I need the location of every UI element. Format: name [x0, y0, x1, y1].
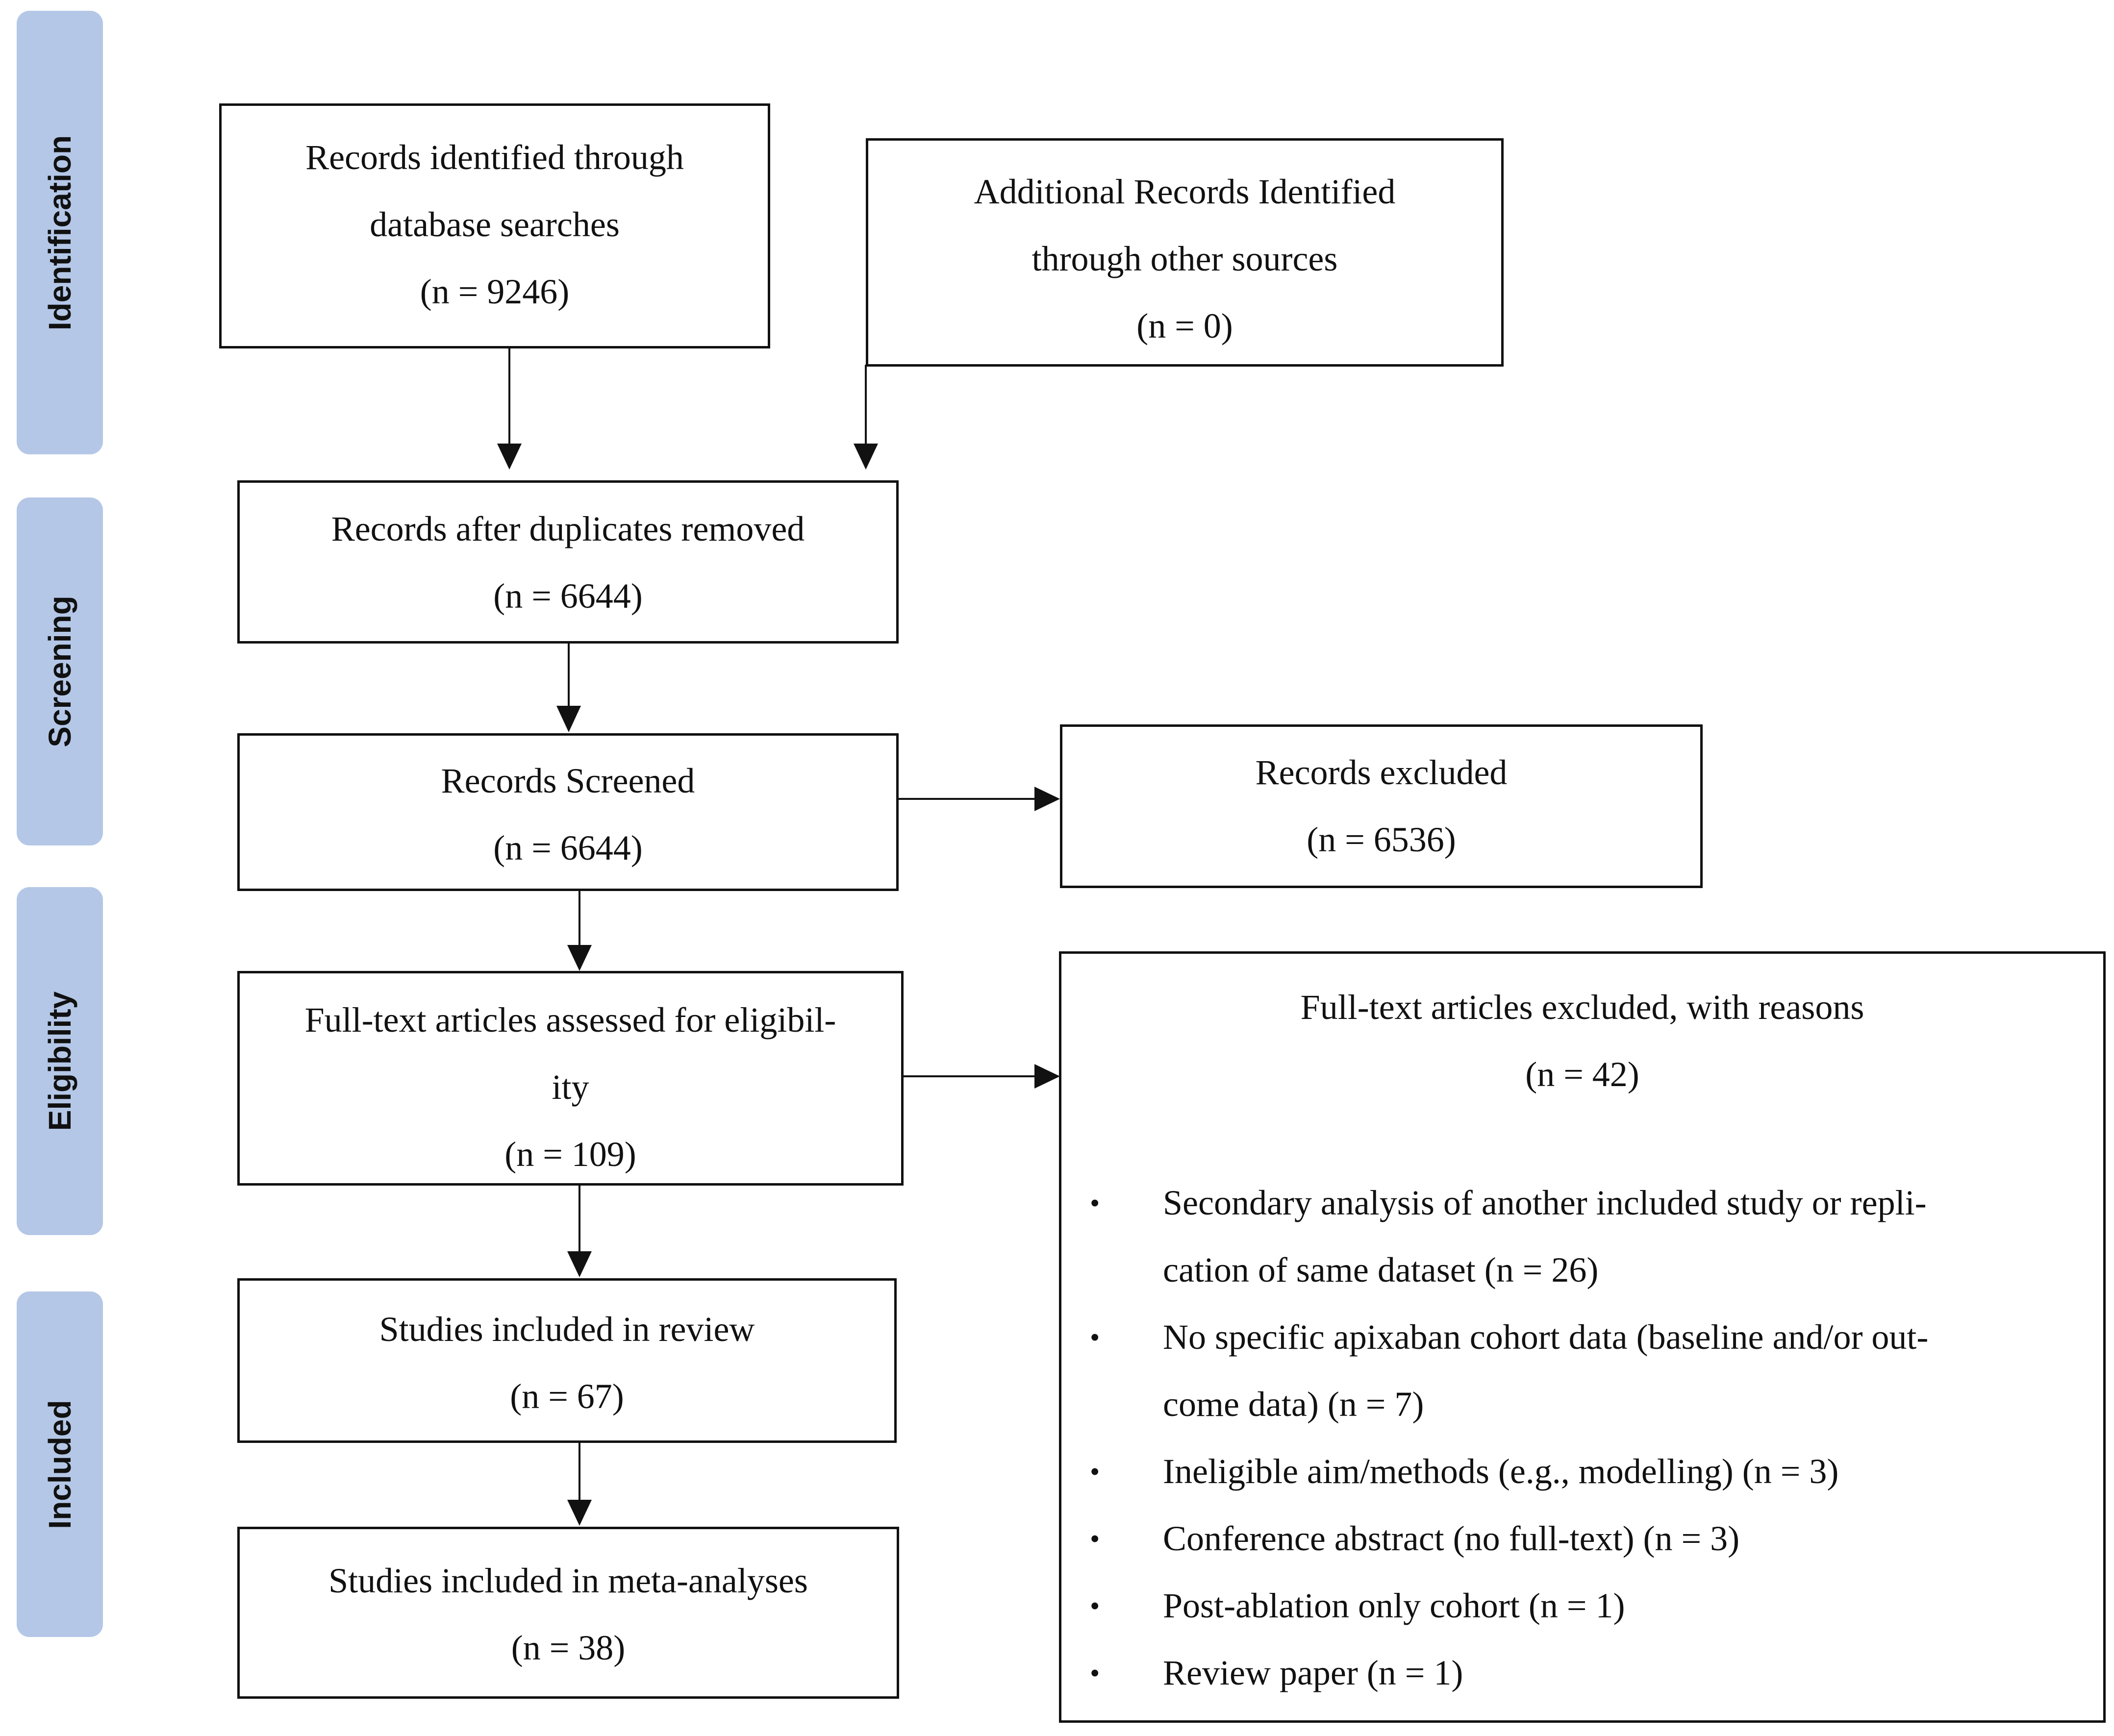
box-database-records-line1: Records identified through [305, 138, 684, 177]
box-full-text-assessed: Full-text articles assessed for eligibil… [237, 971, 904, 1186]
arrowhead-fulltext-to-fulltext-excluded [1034, 1064, 1060, 1089]
box-records-screened: Records Screened (n = 6644) [237, 733, 899, 891]
box-database-records-line2: database searches [370, 205, 620, 244]
arrowhead-other-to-duplicates [854, 444, 878, 470]
arrowhead-review-to-meta [567, 1500, 592, 1526]
exclusion-reason-line1: No specific apixaban cohort data (baseli… [1163, 1317, 1929, 1357]
bullet-icon: • [1090, 1321, 1100, 1353]
box-records-screened-line1: Records Screened [441, 761, 695, 800]
exclusion-reason-line1: Post-ablation only cohort (n = 1) [1163, 1586, 1625, 1625]
bullet-icon: • [1090, 1657, 1100, 1689]
phase-bar-identification: Identification [17, 11, 103, 454]
exclusion-reason-line1: Conference abstract (no full-text) (n = … [1163, 1519, 1740, 1558]
box-database-records-count: (n = 9246) [420, 272, 570, 311]
box-after-duplicates: Records after duplicates removed (n = 66… [237, 480, 899, 644]
box-studies-review: Studies included in review (n = 67) [237, 1278, 897, 1443]
box-after-duplicates-line1: Records after duplicates removed [331, 509, 805, 548]
exclusion-reason-line2: come data) (n = 7) [1163, 1385, 1424, 1424]
box-records-excluded: Records excluded (n = 6536) [1060, 724, 1703, 888]
box-studies-review-count: (n = 67) [510, 1377, 624, 1416]
box-studies-meta: Studies included in meta-analyses (n = 3… [237, 1527, 899, 1699]
bullet-icon: • [1090, 1187, 1100, 1219]
box-other-records-line2: through other sources [1032, 239, 1338, 278]
box-full-text-assessed-line2: ity [552, 1067, 589, 1107]
box-full-text-excluded-line1: Full-text articles excluded, with reason… [1300, 988, 1864, 1027]
box-after-duplicates-count: (n = 6644) [493, 576, 643, 616]
phase-bar-screening: Screening [17, 497, 103, 845]
phase-bar-included: Included [17, 1291, 103, 1637]
box-studies-meta-count: (n = 38) [511, 1628, 626, 1667]
arrowhead-screened-to-fulltext [567, 945, 592, 971]
bullet-icon: • [1090, 1523, 1100, 1555]
arrowhead-duplicates-to-screened [556, 706, 581, 732]
arrowhead-database-to-duplicates [497, 444, 522, 470]
box-full-text-assessed-line1: Full-text articles assessed for eligibil… [304, 1000, 836, 1040]
arrowhead-screened-to-excluded [1034, 787, 1060, 811]
box-full-text-excluded: Full-text articles excluded, with reason… [1059, 951, 2106, 1723]
exclusion-reason-line1: Review paper (n = 1) [1163, 1653, 1463, 1692]
bullet-icon: • [1090, 1590, 1100, 1622]
box-other-records-count: (n = 0) [1136, 306, 1233, 346]
box-studies-meta-line1: Studies included in meta-analyses [328, 1561, 808, 1600]
box-records-excluded-count: (n = 6536) [1307, 820, 1456, 859]
box-database-records: Records identified through database sear… [219, 103, 770, 348]
box-records-screened-count: (n = 6644) [493, 828, 643, 868]
box-studies-review-line1: Studies included in review [379, 1310, 755, 1349]
phase-bar-eligibility: Eligibility [17, 887, 103, 1235]
exclusion-reason-line1: Secondary analysis of another included s… [1163, 1183, 1927, 1222]
exclusion-reason-line1: Ineligible aim/methods (e.g., modelling)… [1163, 1452, 1839, 1491]
box-full-text-excluded-count: (n = 42) [1525, 1055, 1639, 1094]
box-records-excluded-line1: Records excluded [1255, 753, 1508, 792]
box-other-records: Additional Records Identified through ot… [866, 138, 1504, 367]
box-other-records-line1: Additional Records Identified [974, 172, 1396, 211]
arrowhead-fulltext-to-review [567, 1251, 592, 1277]
bullet-icon: • [1090, 1456, 1100, 1488]
exclusion-reason-line2: cation of same dataset (n = 26) [1163, 1250, 1599, 1290]
box-full-text-assessed-count: (n = 109) [504, 1135, 636, 1174]
